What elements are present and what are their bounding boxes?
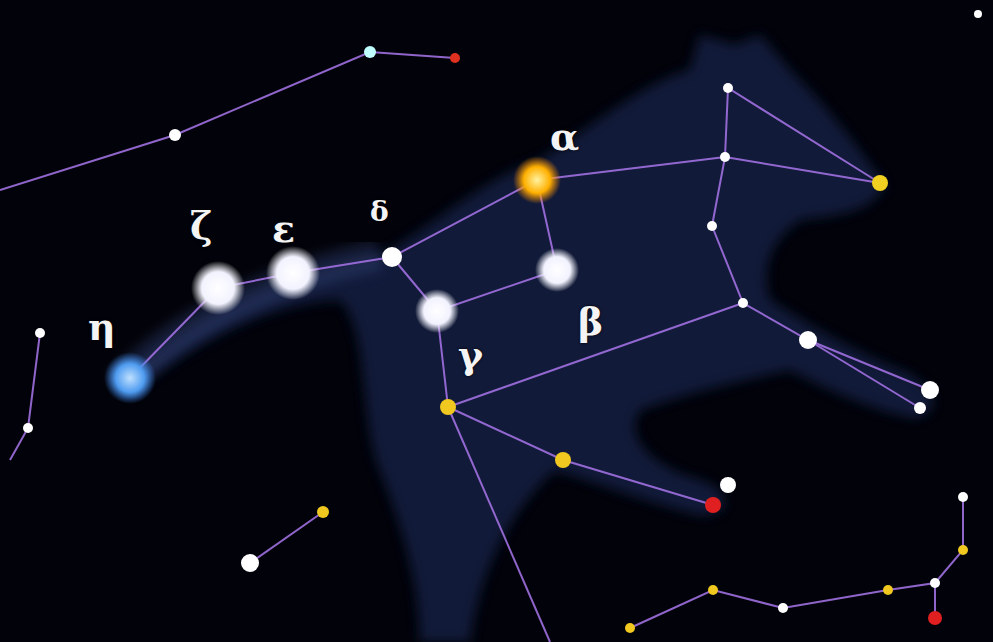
star-letter: η <box>88 308 116 346</box>
star-letter: γ <box>458 336 483 374</box>
star-letter: α <box>550 118 579 156</box>
star-letter: ζ <box>190 207 213 245</box>
star-letter: ε <box>272 210 295 248</box>
star-letter: δ <box>370 198 389 226</box>
star-letter: β <box>578 303 603 341</box>
